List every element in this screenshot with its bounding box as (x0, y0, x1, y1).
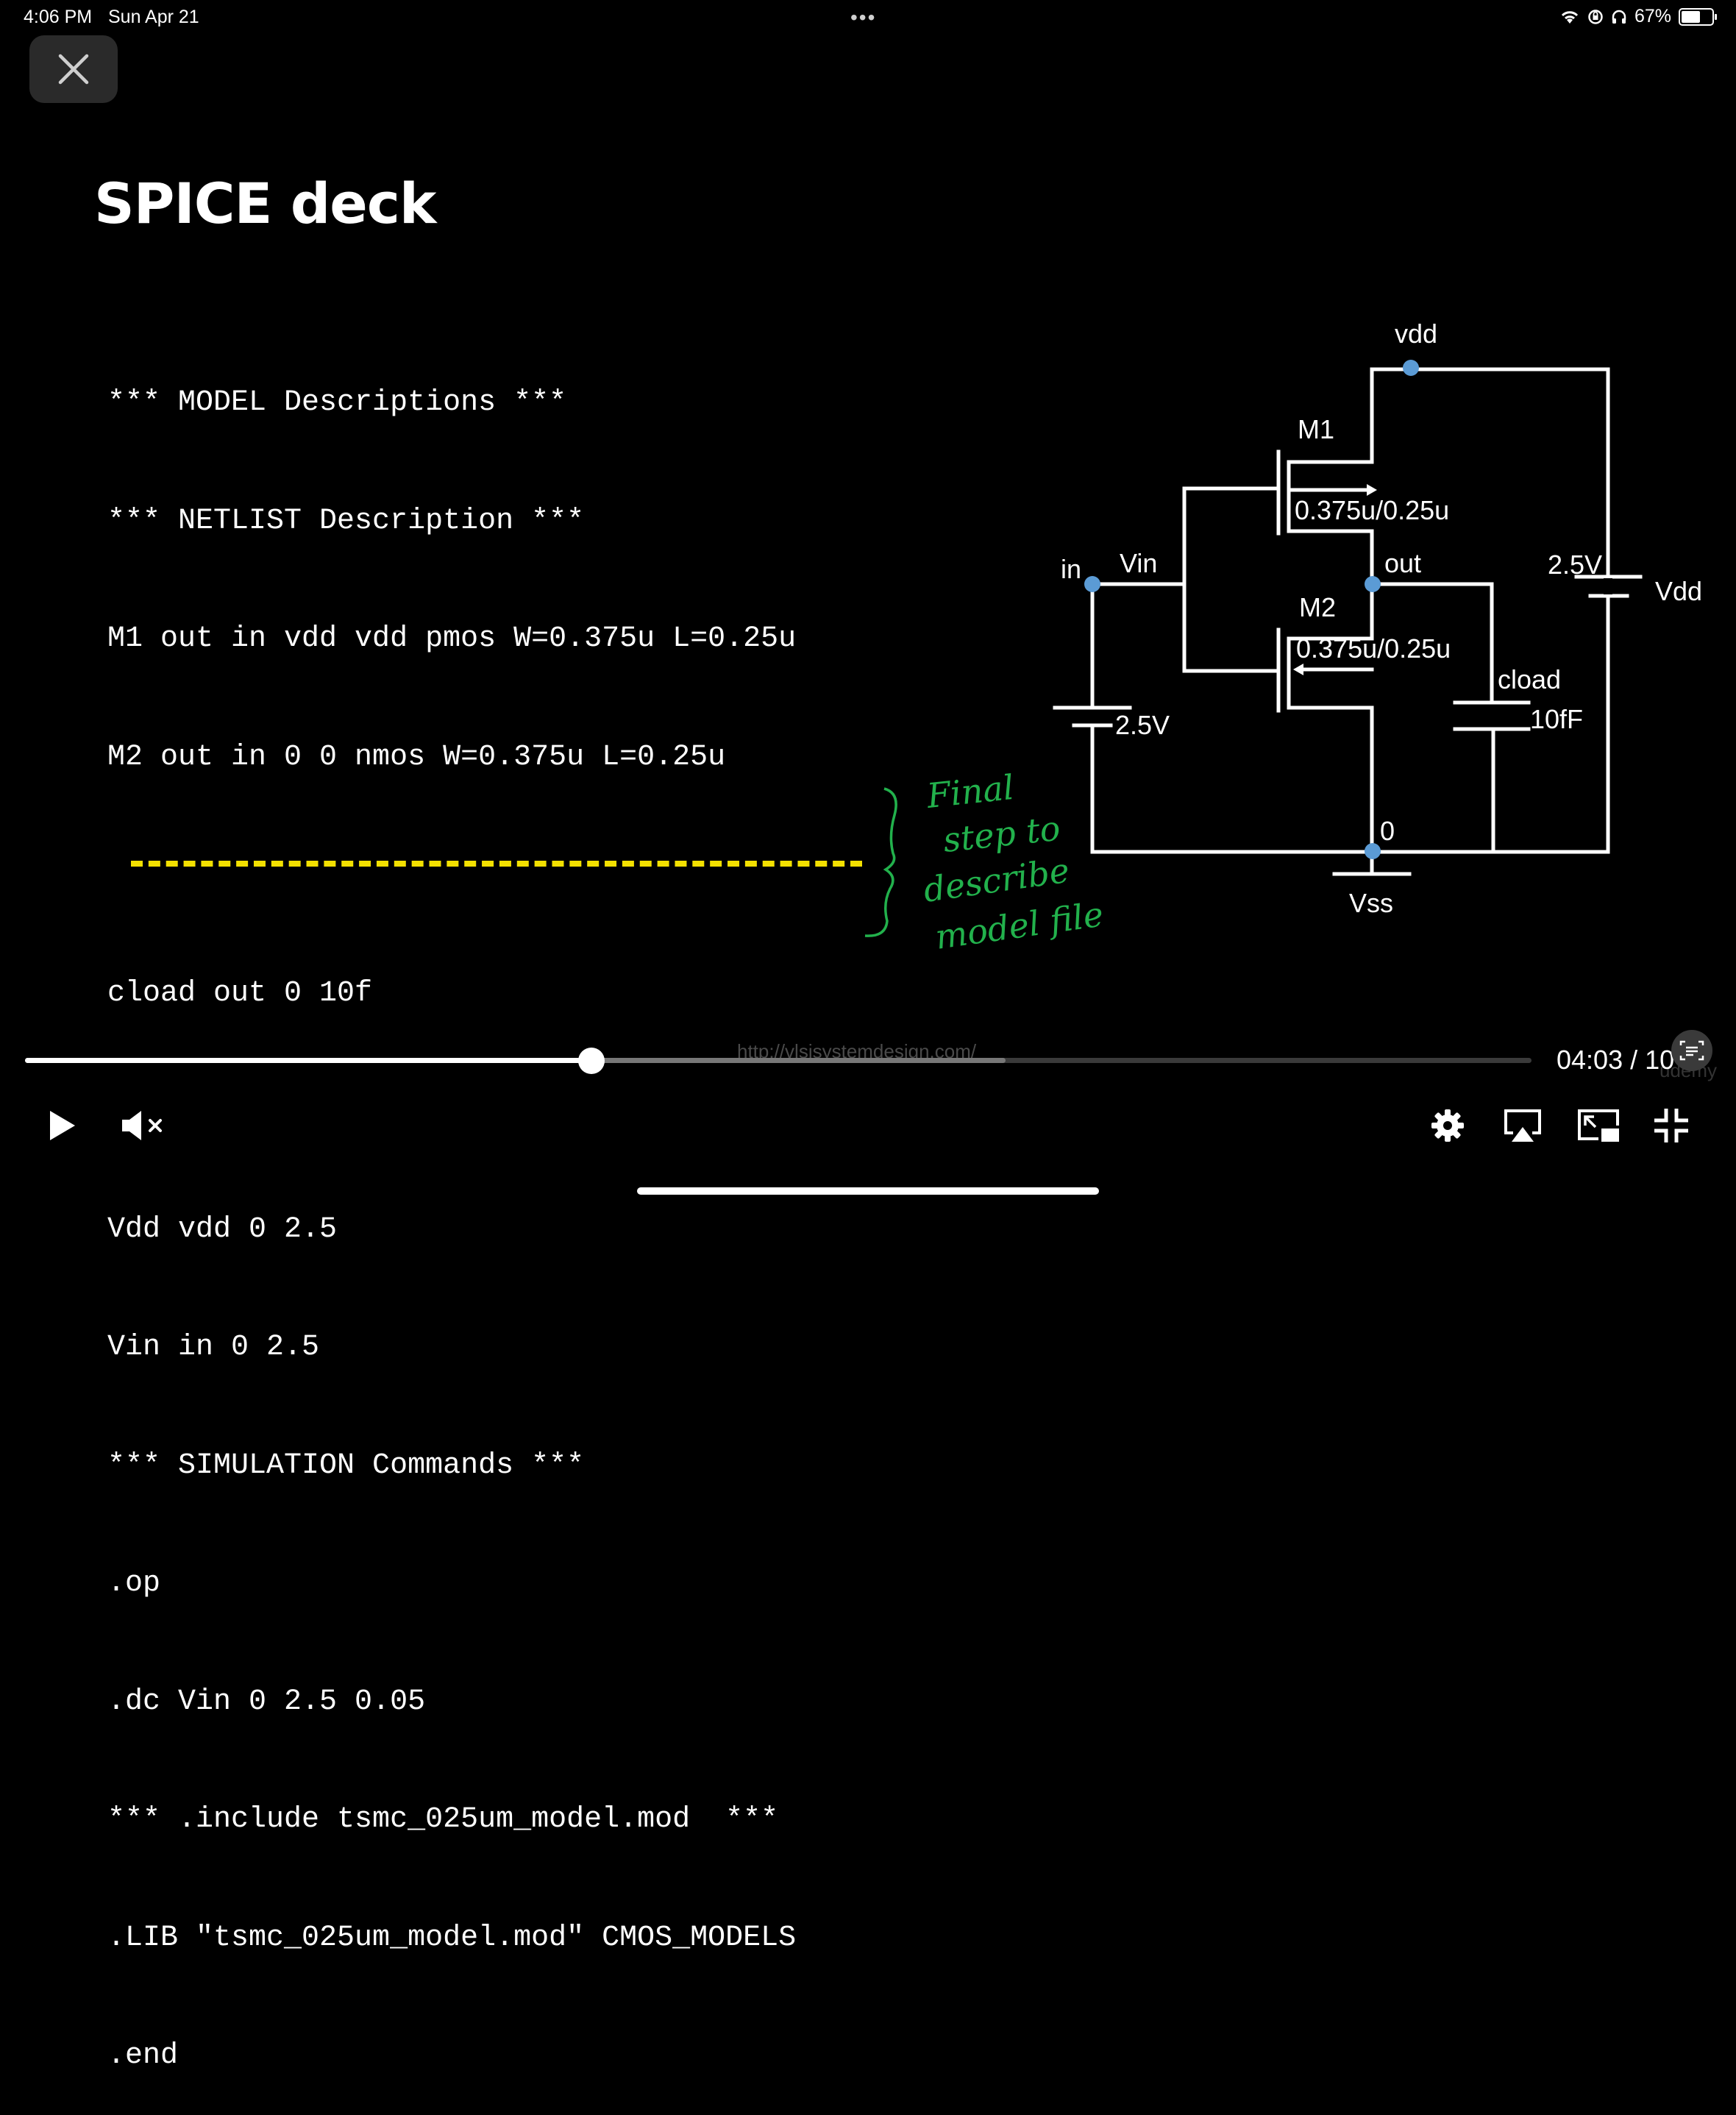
captions-icon (1679, 1040, 1704, 1061)
headphones-icon (1612, 10, 1626, 24)
home-indicator[interactable] (637, 1187, 1099, 1195)
vdd-node (1403, 360, 1419, 376)
airplay-button[interactable] (1502, 1103, 1543, 1148)
label-cload: cload (1498, 664, 1561, 694)
label-vin: Vin (1120, 548, 1157, 578)
label-vin-value: 2.5V (1115, 710, 1170, 740)
label-m2-size: 0.375u/0.25u (1296, 633, 1451, 664)
battery-icon (1679, 7, 1717, 26)
inverter-circuit-diagram: vdd M1 0.375u/0.25u out in Vin M2 0.375u… (864, 319, 1702, 957)
picture-in-picture-button[interactable] (1576, 1103, 1621, 1148)
code-line: *** SIMULATION Commands *** (107, 1448, 585, 1482)
label-m1: M1 (1298, 414, 1334, 444)
status-time: 4:06 PM (24, 7, 93, 27)
played-bar (25, 1058, 592, 1063)
code-line: Vin in 0 2.5 (107, 1331, 320, 1364)
mute-icon (122, 1111, 162, 1140)
annotation-line: step to (942, 808, 1062, 860)
slide-title: SPICE deck (94, 171, 436, 236)
label-in: in (1061, 554, 1081, 584)
code-line: cload out 0 10f (107, 976, 373, 1010)
time-display: 04:03 / 10 (1557, 1045, 1675, 1075)
code-line: Vdd vdd 0 2.5 (107, 1212, 338, 1246)
code-line: *** .include tsmc_025um_model.mod *** (107, 1803, 779, 1836)
code-line: *** NETLIST Description *** (107, 504, 585, 538)
captions-button[interactable] (1671, 1030, 1712, 1071)
annotation-line: Final (925, 767, 1016, 816)
label-vdd-value: 2.5V (1548, 550, 1602, 580)
in-node (1084, 576, 1100, 592)
settings-button[interactable] (1427, 1105, 1468, 1146)
airplay-icon (1504, 1109, 1541, 1142)
status-date: Sun Apr 21 (108, 7, 199, 27)
scrubber-handle[interactable] (578, 1048, 605, 1074)
ground-node (1365, 843, 1381, 859)
settings-icon (1431, 1109, 1464, 1142)
play-button[interactable] (41, 1103, 82, 1148)
picture-in-picture-icon (1578, 1109, 1619, 1142)
wifi-icon (1561, 10, 1579, 24)
code-line (107, 1092, 796, 1131)
code-line: .dc Vin 0 2.5 0.05 (107, 1685, 426, 1718)
label-vdd-node: vdd (1395, 319, 1437, 349)
label-ground: 0 (1380, 816, 1395, 846)
play-icon (50, 1111, 75, 1140)
label-m2: M2 (1299, 592, 1336, 622)
handwritten-brace (864, 787, 897, 937)
status-icons: 67% (1559, 6, 1717, 27)
exit-fullscreen-icon (1654, 1109, 1688, 1142)
label-vss: Vss (1349, 888, 1393, 918)
code-line: .op (107, 1567, 161, 1600)
battery-percentage: 67% (1634, 6, 1671, 26)
yellow-highlight-dash (131, 861, 862, 867)
code-line: .LIB "tsmc_025um_model.mod" CMOS_MODELS (107, 1921, 797, 1955)
mute-button[interactable] (115, 1103, 171, 1148)
label-out: out (1384, 548, 1421, 578)
multitasking-dots-icon[interactable]: ••• (850, 6, 877, 29)
code-line: .end (107, 2039, 179, 2072)
close-icon (58, 54, 89, 85)
orientation-lock-icon (1588, 9, 1603, 24)
progress-bar[interactable] (25, 1058, 1532, 1063)
code-line: M1 out in vdd vdd pmos W=0.375u L=0.25u (107, 622, 797, 655)
exit-fullscreen-button[interactable] (1651, 1103, 1692, 1148)
label-vdd-source: Vdd (1655, 576, 1702, 606)
close-button[interactable] (29, 35, 118, 103)
out-node (1365, 576, 1381, 592)
label-m1-size: 0.375u/0.25u (1295, 495, 1449, 525)
status-bar: 4:06 PM Sun Apr 21 ••• 67% (0, 0, 1736, 35)
code-line: *** MODEL Descriptions *** (107, 386, 567, 419)
label-cload-value: 10fF (1530, 704, 1583, 734)
code-line: M2 out in 0 0 nmos W=0.375u L=0.25u (107, 740, 726, 774)
